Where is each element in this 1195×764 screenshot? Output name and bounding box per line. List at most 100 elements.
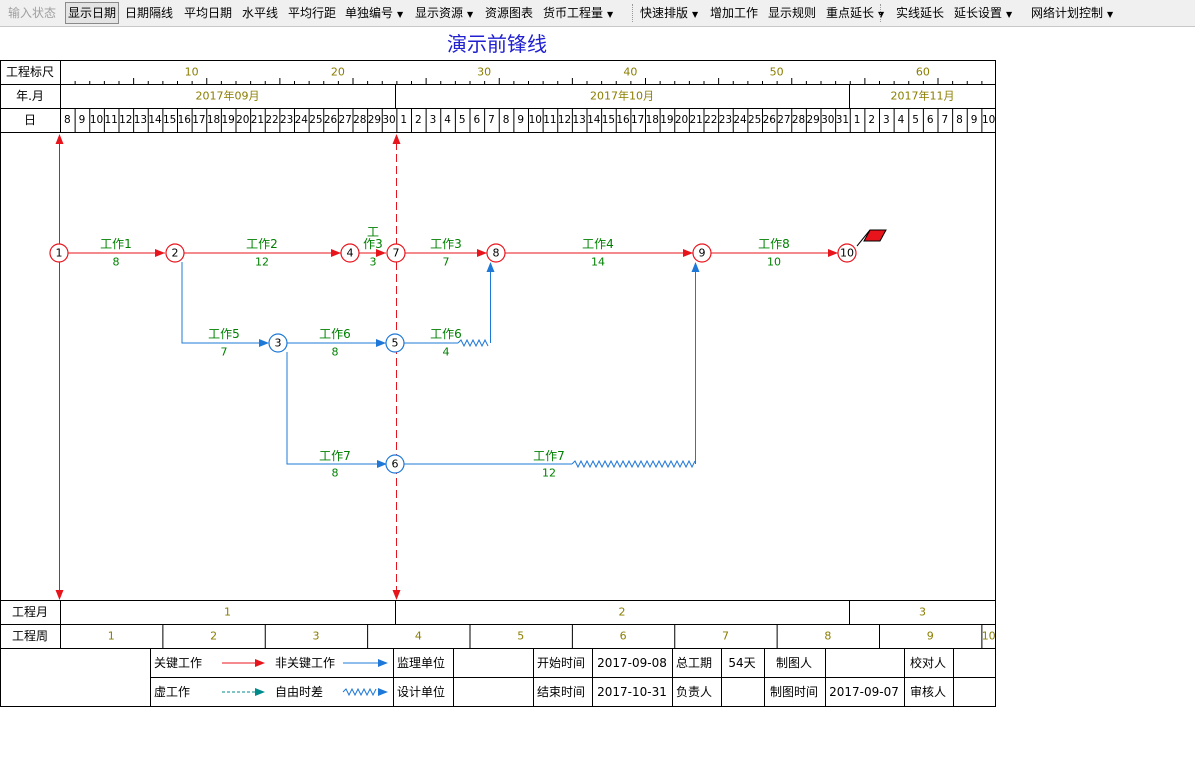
activity-arrowhead [486,262,495,272]
scale-tick-label: 10 [185,66,199,79]
project-month: 2 [619,606,626,619]
toolbar-button-1[interactable]: 输入状态 [8,3,56,23]
chevron-down-icon[interactable]: ▼ [1006,10,1013,19]
toolbar-button-17[interactable]: 网络计划控制▼ [1031,3,1113,23]
legend-critical-label: 关键工作 [154,656,202,670]
chevron-down-icon[interactable]: ▼ [692,10,699,19]
toolbar-button-label: 显示资源 [415,6,464,20]
project-week: 5 [517,630,524,643]
chevron-down-icon[interactable]: ▼ [878,10,885,19]
day-label: 20 [675,114,688,126]
day-label: 14 [148,114,162,126]
project-week: 9 [927,630,934,643]
day-label: 25 [309,114,322,126]
activity-arrowhead [691,262,700,272]
network-node [385,454,405,474]
toolbar-button-label: 水平线 [242,6,279,20]
project-week: 8 [824,630,831,643]
day-label: 17 [192,114,205,126]
network-node [49,243,69,263]
day-label: 2 [415,114,422,126]
month-label: 2017年11月 [891,89,955,103]
activity-arrowhead [376,249,386,257]
activity-name: 作3 [363,237,383,251]
toolbar-button-label: 日期隔线 [125,6,174,20]
legend-float-arrow [378,688,388,696]
activity-name: 工作3 [430,237,462,251]
frontier-arrow-up [55,134,64,144]
network-node [268,333,288,353]
toolbar-button-13[interactable]: 显示规则 [768,3,816,23]
toolbar-button-15[interactable]: 实线延长 [896,3,944,23]
activity-arrowhead [259,339,269,347]
toolbar-button-2[interactable]: 显示日期 [65,2,120,24]
network-node-label: 10 [840,247,854,260]
day-label: 3 [883,114,890,126]
toolbar-button-9[interactable]: 资源图表 [485,3,533,23]
activity-name: 工作4 [582,237,614,251]
chevron-down-icon[interactable]: ▼ [467,10,474,19]
toolbar-button-11[interactable]: 快速排版▼ [640,3,698,23]
start-time-label: 开始时间 [537,656,585,670]
supervisor-label: 监理单位 [397,655,445,670]
day-label: 29 [807,114,820,126]
activity-arrow [286,352,386,465]
toolbar-button-label: 货币工程量 [543,6,604,20]
toolbar-button-5[interactable]: 水平线 [242,3,278,23]
chevron-down-icon[interactable]: ▼ [397,10,404,19]
project-week: 3 [312,630,319,643]
draft-time-value: 2017-09-07 [829,685,899,699]
reviewer-label: 审核人 [910,684,946,699]
day-label: 19 [660,114,673,126]
toolbar-button-12[interactable]: 增加工作 [710,3,758,23]
activity-duration: 7 [221,346,228,359]
legend-dummy-arrow [255,688,265,696]
activity-duration: 8 [332,467,339,480]
end-time-value: 2017-10-31 [597,685,667,699]
day-label: 28 [353,114,366,126]
day-label: 6 [473,114,480,126]
activity-name: 工作7 [319,449,351,463]
day-label: 4 [898,114,905,126]
activity-arrowhead [377,460,387,468]
free-float-wave [571,459,696,469]
chevron-down-icon[interactable]: ▼ [607,10,614,19]
toolbar-separator [880,4,881,22]
day-label: 10 [90,114,103,126]
toolbar-button-16[interactable]: 延长设置▼ [954,3,1012,23]
legend-float-wave [342,687,377,697]
chevron-down-icon[interactable]: ▼ [1107,10,1114,19]
day-label: 9 [971,114,978,126]
day-label: 7 [488,114,495,126]
scale-row-label: 工程标尺 [6,64,54,79]
legend-float-label: 自由时差 [275,685,323,699]
activity-name: 工作5 [208,327,240,341]
frontier-arrow-up [392,134,401,144]
activity-arrowhead [376,339,386,347]
toolbar-button-6[interactable]: 平均行距 [288,3,336,23]
day-label: 7 [941,114,948,126]
chart-frame [0,60,996,707]
toolbar-button-4[interactable]: 平均日期 [184,3,232,23]
toolbar-button-3[interactable]: 日期隔线 [125,3,173,23]
network-node [385,333,405,353]
activity-name: 工作1 [100,237,132,251]
activity-name: 工作2 [246,237,278,251]
toolbar-button-7[interactable]: 单独编号▼ [345,3,403,23]
day-label: 23 [719,114,732,126]
month-label: 2017年09月 [196,89,260,103]
toolbar-button-14[interactable]: 重点延长▼ [826,3,884,23]
network-node [837,243,857,263]
legend-critical-arrow [255,659,265,667]
toolbar-button-10[interactable]: 货币工程量▼ [543,3,613,23]
network-node [486,243,506,263]
finish-flag-pole [856,229,871,247]
toolbar: 输入状态显示日期日期隔线平均日期水平线平均行距单独编号▼显示资源▼资源图表货币工… [0,0,1195,27]
toolbar-button-label: 单独编号 [345,6,394,20]
end-time-label: 结束时间 [537,685,585,699]
toolbar-button-8[interactable]: 显示资源▼ [415,3,473,23]
day-label: 22 [704,114,717,126]
activity-name: 工作6 [430,327,462,341]
day-label: 11 [105,114,118,126]
network-node-label: 8 [493,247,500,260]
